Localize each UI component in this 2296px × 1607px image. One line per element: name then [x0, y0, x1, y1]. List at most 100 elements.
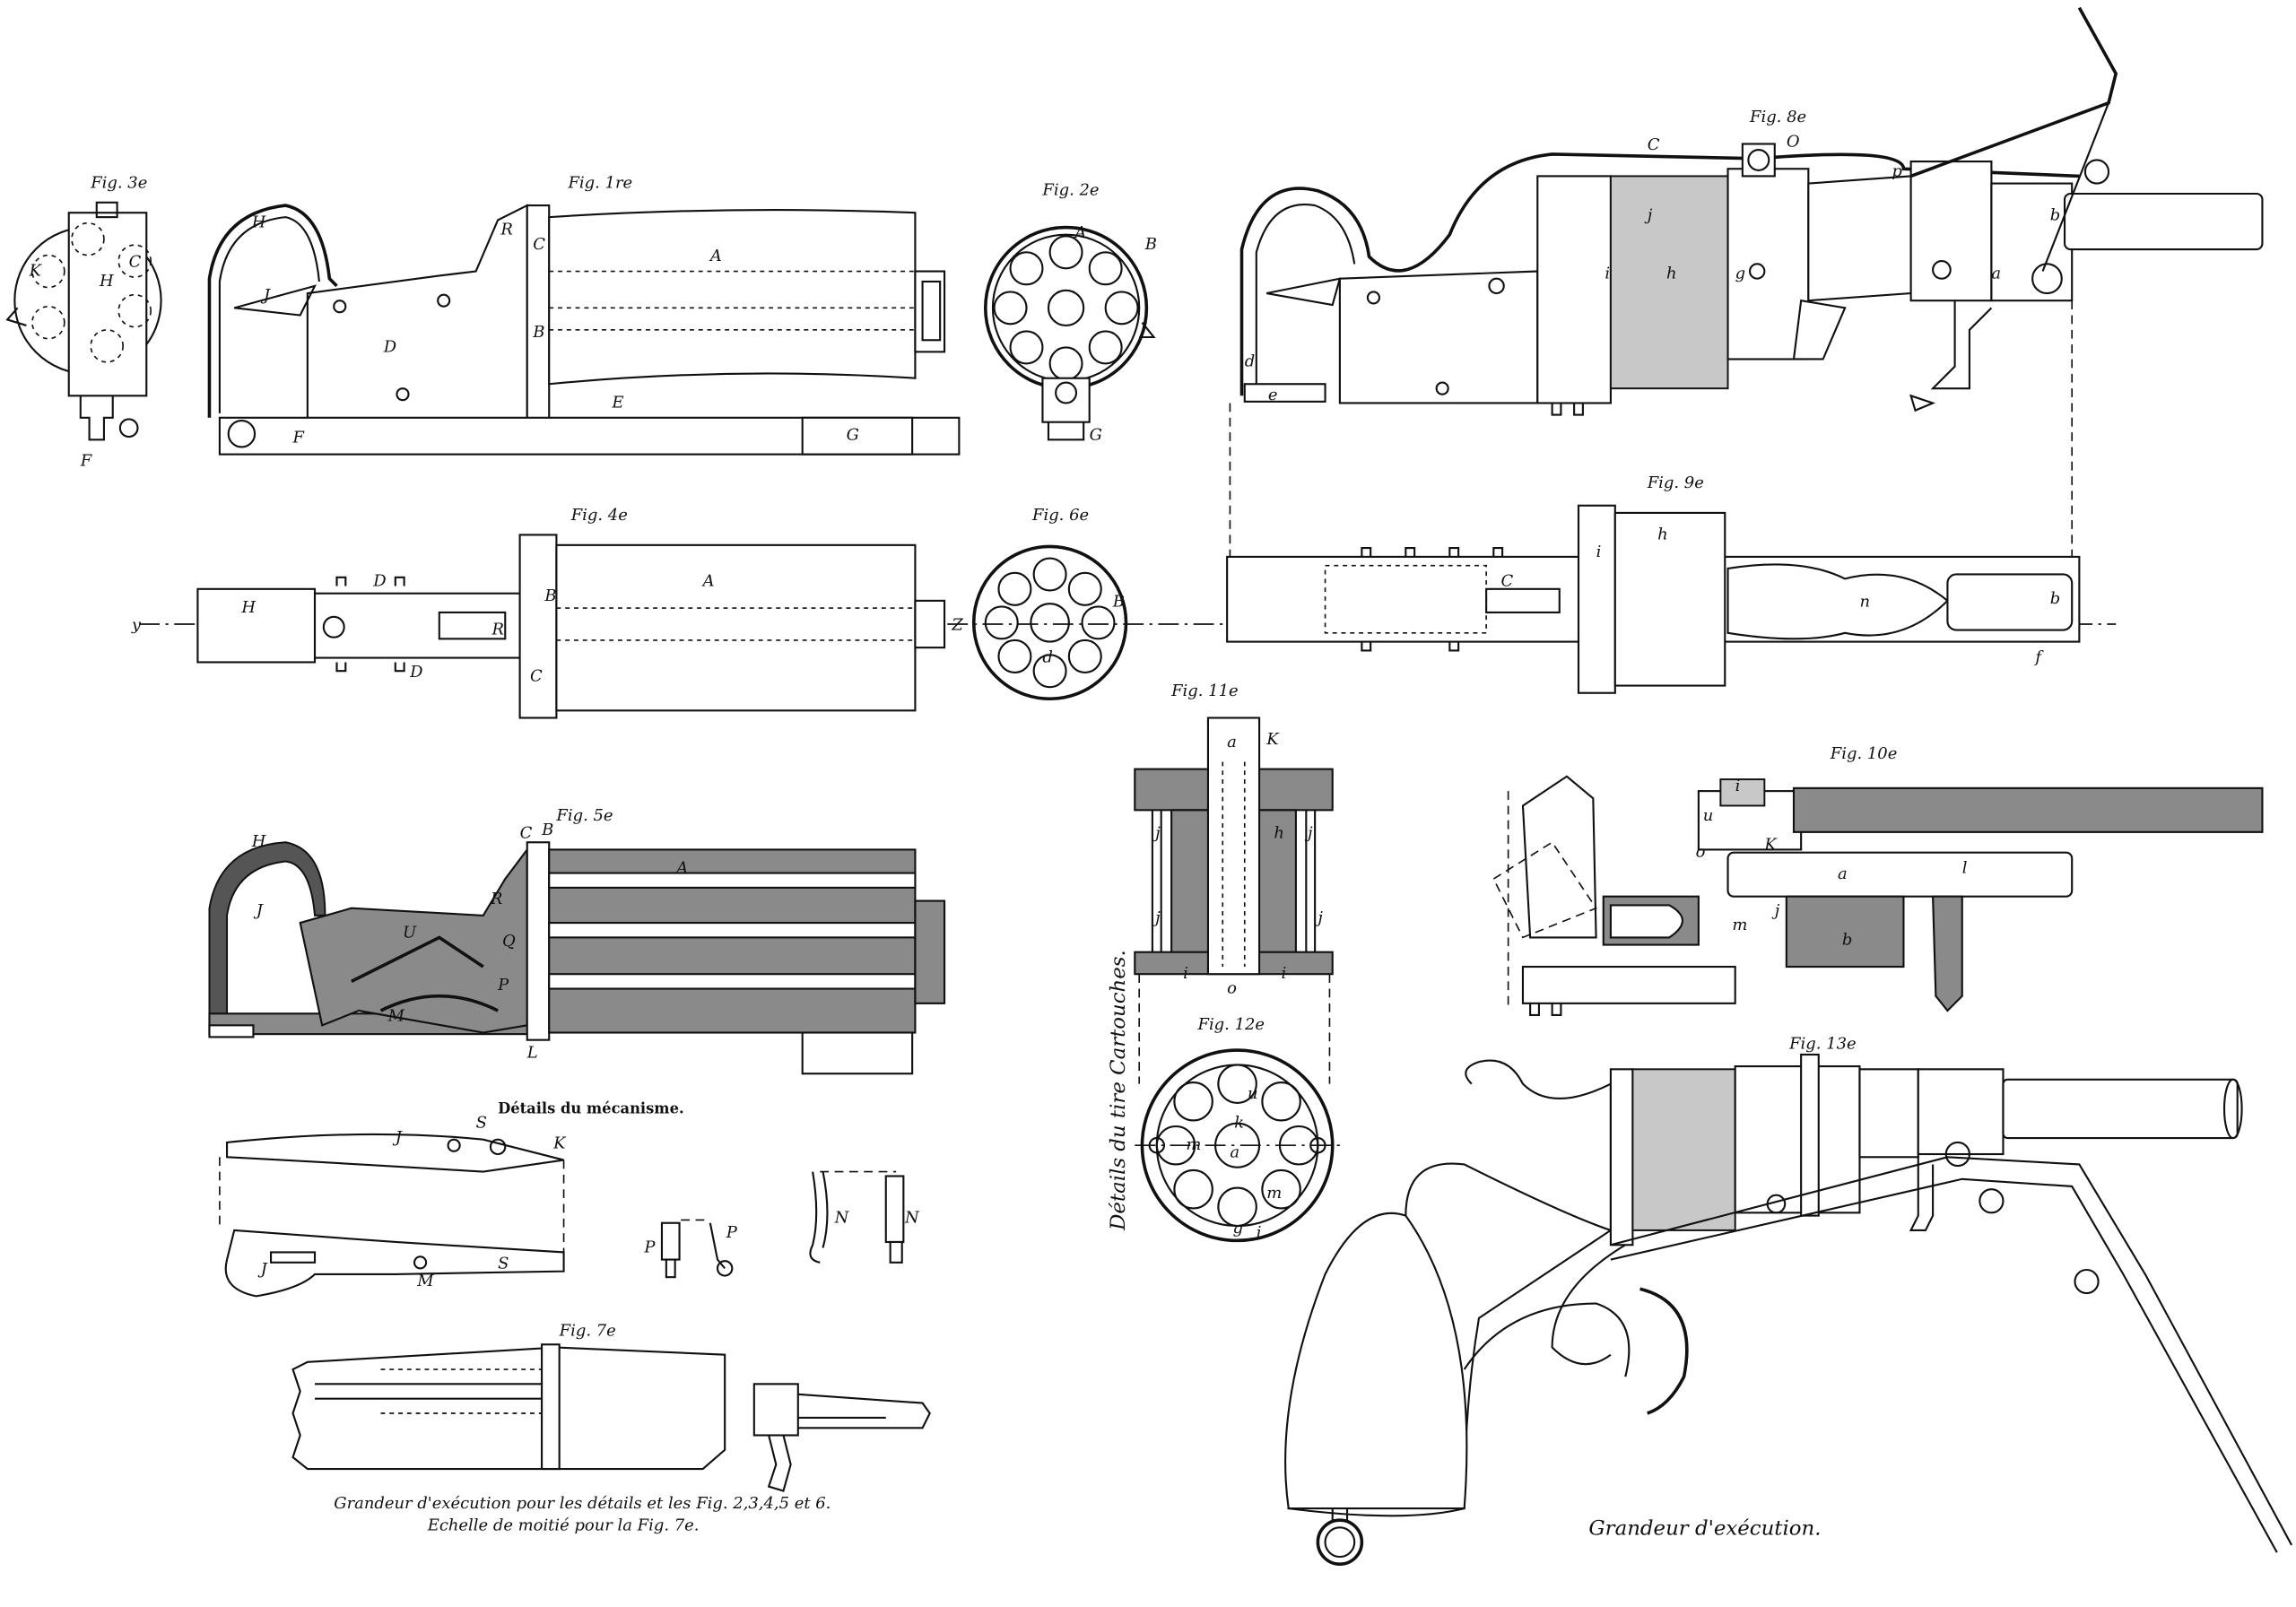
letter: K: [29, 261, 43, 280]
fig10-extractor-in-use: Fig. 10e i u o K a l m j b: [1492, 744, 2264, 1016]
letter: d: [1245, 352, 1255, 371]
letter: j: [1152, 823, 1161, 842]
letter: R: [500, 221, 513, 239]
letter: b: [2050, 205, 2060, 224]
fig4-label: Fig. 4e: [570, 506, 628, 525]
letter: i: [1735, 777, 1741, 795]
letter: Q: [502, 932, 516, 951]
letter: D: [383, 337, 396, 356]
letter: h: [1666, 265, 1677, 283]
fig2-cylinder-front-view: Fig. 2e A B G: [983, 181, 1157, 444]
letter: P: [726, 1223, 738, 1242]
letter: u: [1248, 1084, 1258, 1103]
letter: D: [372, 572, 386, 591]
letter: Z: [951, 616, 963, 635]
fig1-label: Fig. 1re: [567, 173, 632, 192]
letter: N: [834, 1209, 850, 1228]
letter: b: [1842, 931, 1852, 950]
letter: C: [530, 667, 543, 686]
letter: K: [1265, 730, 1280, 749]
letter: H: [251, 832, 266, 851]
scale-note-line2: Echelle de moitié pour la Fig. 7e.: [427, 1516, 700, 1535]
fig8-label: Fig. 8e: [1749, 108, 1806, 126]
letter: l: [1962, 859, 1968, 878]
letter: i: [1257, 1223, 1262, 1242]
letter: g: [1735, 265, 1745, 283]
letter: H: [99, 272, 114, 291]
letter: i: [1605, 265, 1610, 283]
letter: C: [1648, 135, 1660, 154]
fig4-revolver-top-view: Fig. 4e y H D D A B C R Z: [131, 506, 963, 719]
fig10-label: Fig. 10e: [1830, 744, 1898, 763]
letter: b: [2050, 589, 2060, 608]
letter: i: [1183, 964, 1188, 983]
letter: C: [129, 253, 142, 272]
letter: a: [1838, 864, 1848, 883]
letter: K: [552, 1134, 567, 1152]
letter: A: [709, 247, 722, 265]
letter: B: [1144, 235, 1157, 254]
fig11-extractor-section: Fig. 11e a K h j j j j i i o: [1134, 682, 1334, 1084]
letter: R: [490, 890, 503, 908]
letter: B: [541, 821, 553, 839]
letter: O: [1787, 133, 1800, 152]
fig3-label: Fig. 3e: [90, 173, 147, 192]
letter: m: [1186, 1135, 1201, 1154]
letter: a: [1227, 733, 1237, 751]
letter: j: [1304, 823, 1313, 842]
fig6-label: Fig. 6e: [1031, 506, 1089, 525]
letter: J: [392, 1128, 404, 1147]
fig3-cylinder-rear-view: Fig. 3e H K C F: [5, 173, 162, 471]
fig5-label: Fig. 5e: [555, 806, 613, 825]
letter: J: [257, 1260, 269, 1279]
details-tire-cartouches-caption: Détails du tire Cartouches.: [1107, 950, 1130, 1231]
letter: m: [1266, 1184, 1282, 1203]
fig1-revolver-side-view: Fig. 1re H J D A C B E F G R: [207, 173, 961, 456]
letter: J: [260, 286, 272, 305]
letter: h: [1657, 525, 1668, 543]
letter: n: [1859, 592, 1870, 611]
letter: m: [1732, 916, 1747, 934]
fig9-label: Fig. 9e: [1647, 473, 1704, 492]
letter: C: [533, 235, 545, 254]
letter: B: [532, 323, 544, 342]
letter: G: [1090, 425, 1102, 444]
letter: U: [403, 923, 417, 942]
letter: o: [1227, 978, 1237, 997]
letter: g: [1233, 1219, 1243, 1238]
letter: i: [1282, 964, 1287, 983]
letter: H: [240, 598, 256, 617]
letter: P: [497, 976, 509, 995]
letter: i: [1596, 543, 1602, 561]
letter: F: [80, 452, 92, 471]
letter: a: [1991, 265, 2001, 283]
mechanism-details: J S K J M S P P N N: [219, 1114, 920, 1298]
letter: N: [904, 1209, 920, 1228]
letter: K: [1763, 835, 1778, 854]
fig12-label: Fig. 12e: [1197, 1015, 1265, 1034]
fig7-half-scale-view: Fig. 7e: [291, 1321, 931, 1492]
letter: f: [2033, 647, 2044, 666]
fig13-revolver-full-view: Fig. 13e: [1284, 1034, 2293, 1566]
letter: j: [1314, 908, 1323, 927]
letter: L: [526, 1043, 538, 1062]
letter: a: [1230, 1142, 1239, 1161]
letter: C: [1500, 572, 1513, 591]
letter: G: [847, 425, 859, 444]
letter: B: [1112, 592, 1125, 611]
letter: C: [520, 823, 533, 842]
letter: M: [387, 1006, 405, 1025]
fig11-label: Fig. 11e: [1170, 682, 1239, 700]
letter: R: [491, 620, 505, 638]
letter: h: [1274, 823, 1284, 842]
details-mecanisme-caption: Détails du mécanisme.: [498, 1099, 684, 1116]
letter: H: [251, 213, 266, 232]
fig2-label: Fig. 2e: [1041, 181, 1099, 200]
fig9-revolver-top-view: Fig. 9e C h i n b f: [1226, 473, 2081, 694]
fig5-mechanism-section: Fig. 5e H J A C B R U M L P Q: [208, 806, 946, 1075]
letter: A: [1073, 223, 1086, 242]
letter: o: [1696, 843, 1706, 862]
letter: E: [611, 393, 623, 412]
fig6-cylinder-section: Fig. 6e B d: [971, 506, 1128, 701]
letter: j: [1644, 205, 1653, 224]
